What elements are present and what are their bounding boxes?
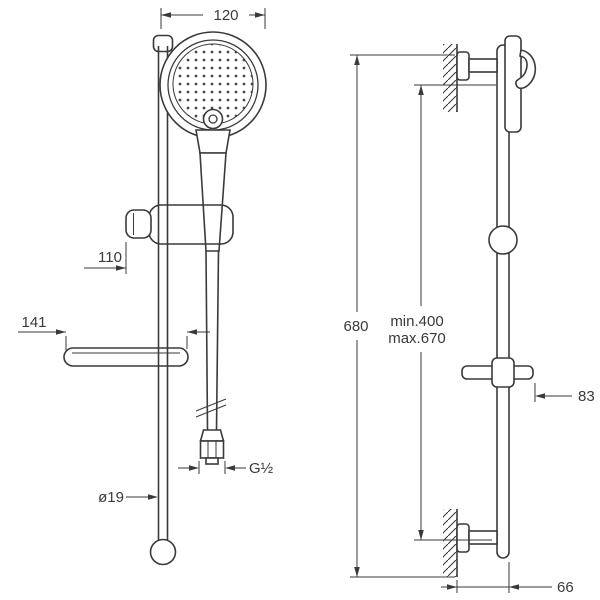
side-view: 680 min.400 max.670 83 66 xyxy=(343,35,595,596)
soap-dish-front xyxy=(63,347,189,367)
soap-dish-side xyxy=(461,357,534,388)
wall-hatch-bottom xyxy=(443,509,457,577)
dim-rail-diameter: ø19 xyxy=(98,489,158,506)
dim-rail-diameter-label: ø19 xyxy=(98,489,124,506)
hose-break-mark xyxy=(195,398,227,412)
slide-rail-side xyxy=(496,44,510,559)
dim-head-width-label: 120 xyxy=(213,7,238,24)
dim-holder-offset-label: 110 xyxy=(98,249,122,266)
lock-knob xyxy=(125,209,152,239)
slider-bracket xyxy=(125,204,234,245)
dim-head-width: 120 xyxy=(160,7,266,29)
dim-dish-length: 141 xyxy=(18,314,210,351)
dim-adjust-min-label: min.400 xyxy=(390,313,443,330)
hand-shower-handle xyxy=(195,129,231,252)
dim-dish-length-label: 141 xyxy=(21,314,46,331)
dim-dish-depth: 83 xyxy=(534,383,595,405)
spray-selector xyxy=(202,108,224,130)
bottom-wall-bracket xyxy=(456,523,498,553)
handle-grip xyxy=(199,152,227,252)
rail-top-cap xyxy=(152,34,174,53)
shower-hose xyxy=(195,250,227,431)
wall-section xyxy=(443,44,458,577)
dim-dish-depth-label: 83 xyxy=(578,388,595,405)
dim-hose-thread-label: G½ xyxy=(249,460,274,477)
handset-holder xyxy=(504,35,537,133)
dim-total-height: 680 xyxy=(343,54,455,578)
slide-rail-front xyxy=(152,34,174,541)
dim-adjust-max-label: max.670 xyxy=(388,330,446,347)
shower-head xyxy=(159,31,267,139)
wall-hatch-top xyxy=(443,44,457,112)
dim-hose-thread: G½ xyxy=(178,460,274,477)
dish-clamp xyxy=(491,357,515,388)
top-wall-bracket xyxy=(456,51,498,81)
front-view: 120 110 141 G½ xyxy=(18,7,274,566)
rail-end-cap xyxy=(149,538,177,566)
dim-holder-offset: 110 xyxy=(84,242,127,274)
hose-break-mark xyxy=(195,404,227,418)
dim-total-height-label: 680 xyxy=(343,318,368,335)
holder-hook xyxy=(515,49,537,90)
dim-wall-distance: 66 xyxy=(441,562,574,596)
dim-adjust-range: min.400 max.670 xyxy=(388,84,496,541)
dim-wall-distance-label: 66 xyxy=(557,579,574,596)
hose-connector xyxy=(199,429,225,465)
handle-neck xyxy=(195,129,231,154)
slider-knob-side xyxy=(488,225,518,255)
